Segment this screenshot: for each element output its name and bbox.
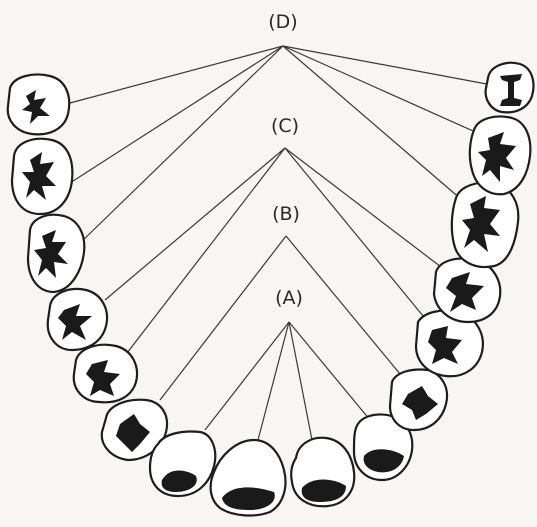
tooth-right-first-premolar (414, 309, 484, 378)
tooth-left-first-molar (26, 213, 86, 294)
label-b: (B) (272, 203, 300, 225)
leader-line-d-r7 (282, 45, 483, 136)
leader-line-c-l5 (104, 147, 286, 301)
tooth-left-third-molar (6, 73, 71, 136)
tooth-left-canine (100, 398, 169, 462)
tooth-right-lateral-incisor (352, 413, 414, 482)
leader-line-c-l4 (126, 147, 286, 354)
tooth-left-central-incisor (209, 438, 287, 517)
leader-line-a-r1 (288, 321, 371, 421)
tooth-right-second-premolar (432, 257, 502, 324)
tooth-left-second-molar (10, 137, 74, 216)
label-a: (A) (275, 287, 303, 309)
tooth-left-second-premolar (46, 287, 109, 352)
leader-line-a-r2 (288, 321, 313, 441)
label-d: (D) (268, 11, 297, 33)
leader-line-a-l1 (204, 321, 290, 431)
leader-line-d-l7 (69, 45, 284, 184)
leader-line-d-r6 (282, 45, 463, 201)
tooth-right-first-molar (450, 181, 520, 269)
tooth-right-third-molar (484, 61, 535, 114)
leader-line-b-l3 (159, 235, 287, 401)
label-c: (C) (271, 115, 299, 137)
tooth-right-second-molar (468, 115, 532, 196)
leader-line-a-l2 (257, 321, 290, 441)
leader-line-b-r3 (285, 235, 406, 381)
leader-line-d-r8 (282, 45, 493, 86)
leader-line-c-r5 (284, 147, 446, 271)
leader-lines (69, 45, 493, 441)
leader-line-d-l6 (77, 45, 284, 246)
leader-line-c-r4 (284, 147, 429, 323)
tooth-left-first-premolar (72, 343, 139, 404)
tooth-left-lateral-incisor (148, 430, 217, 498)
leader-line-d-l8 (69, 45, 284, 104)
tooth-right-central-incisor (290, 436, 356, 508)
tooth-right-canine (388, 368, 449, 432)
